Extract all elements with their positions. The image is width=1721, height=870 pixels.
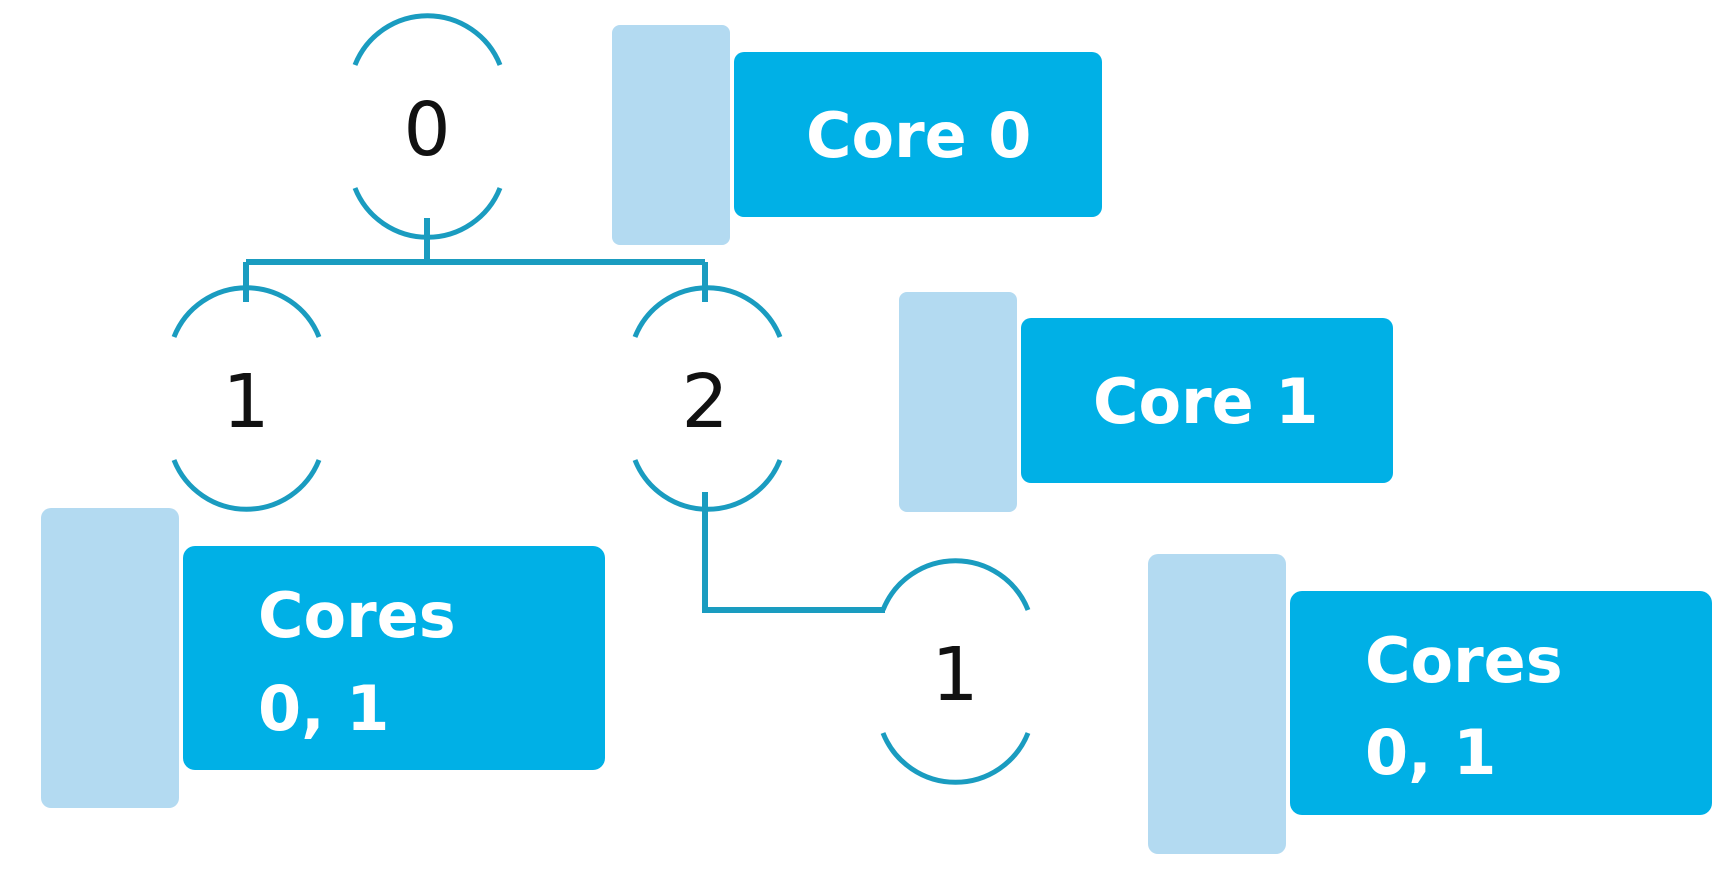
tree-node-left-child: 1 <box>171 285 322 512</box>
tree-connectors <box>243 218 885 613</box>
tag-tab <box>899 292 1017 512</box>
tag-label-line1: Cores <box>1365 624 1563 697</box>
node-arc-top <box>880 558 1031 611</box>
tag-label-line2: 0, 1 <box>1365 716 1496 789</box>
node-label: 0 <box>403 87 450 173</box>
connector-node2-to-grandchild <box>702 492 885 613</box>
core-tag-grandchild: Cores 0, 1 <box>1148 554 1712 854</box>
core-tag-left: Cores 0, 1 <box>41 508 605 808</box>
node-arc-bottom <box>632 459 783 512</box>
tag-label-line1: Core 1 <box>1093 365 1318 438</box>
tree-node-root: 0 <box>352 13 503 240</box>
tree-node-grandchild: 1 <box>880 558 1031 785</box>
tag-body <box>183 546 605 770</box>
tag-tab <box>612 25 730 245</box>
node-arc-bottom <box>171 459 322 512</box>
node-arc-top <box>352 13 503 66</box>
node-label: 1 <box>222 359 269 445</box>
tag-tab <box>41 508 179 808</box>
core-tag-right: Core 1 <box>899 292 1393 512</box>
tag-body <box>1021 318 1393 483</box>
tag-tab <box>1148 554 1286 854</box>
tag-label-line2: 0, 1 <box>258 672 389 745</box>
node-arc-top <box>632 285 783 338</box>
node-label: 1 <box>931 632 978 718</box>
node-label: 2 <box>681 359 728 445</box>
connector-root-to-children <box>243 218 708 302</box>
node-arc-top <box>171 285 322 338</box>
tag-body <box>1290 591 1712 815</box>
node-arc-bottom <box>880 732 1031 785</box>
tag-label-line1: Core 0 <box>806 99 1031 172</box>
tag-body <box>734 52 1102 217</box>
node-arc-bottom <box>352 187 503 240</box>
core-tag-root: Core 0 <box>612 25 1102 245</box>
tag-label-line1: Cores <box>258 579 456 652</box>
tree-node-right-child: 2 <box>632 285 783 512</box>
